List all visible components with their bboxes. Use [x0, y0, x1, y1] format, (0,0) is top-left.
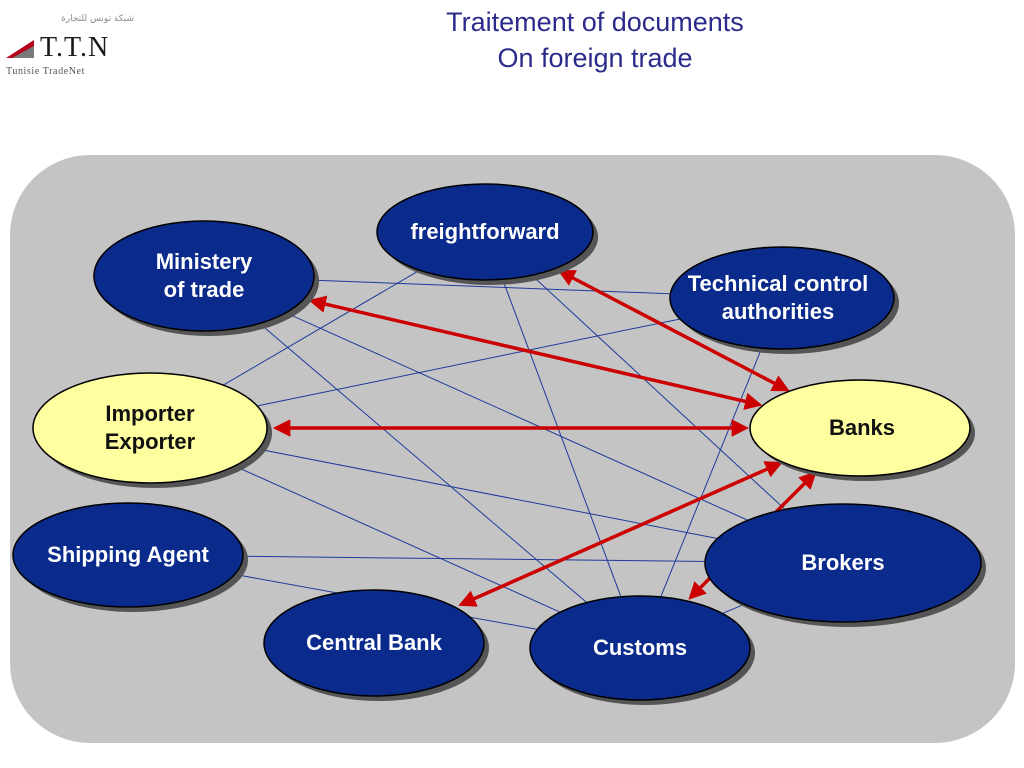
- node-shipping: [12, 502, 248, 612]
- logo-subtitle: Tunisie TradeNet: [6, 66, 85, 77]
- node-freightforward: [376, 183, 598, 285]
- node-shape: [93, 220, 315, 332]
- arrow-banks-ministry: [308, 295, 763, 410]
- node-shape: [529, 595, 751, 701]
- node-shape: [32, 372, 268, 484]
- node-ministry: [93, 220, 319, 336]
- node-shape: [749, 379, 971, 477]
- node-customs: [529, 595, 755, 705]
- page-title: Traitement of documents On foreign trade: [330, 4, 860, 76]
- logo-text: T.T.N: [40, 32, 110, 63]
- node-shape: [704, 503, 982, 623]
- node-banks: [749, 379, 975, 481]
- node-technical: [669, 246, 899, 354]
- node-shape: [376, 183, 594, 281]
- node-shape: [12, 502, 244, 608]
- node-central: [263, 589, 489, 701]
- ttn-logo: شبكة تونس للتجارة T.T.N Tunisie TradeNet: [4, 14, 134, 80]
- title-line-2: On foreign trade: [497, 43, 693, 73]
- node-shape: [263, 589, 485, 697]
- node-importer: [32, 372, 272, 488]
- logo-arabic-text: شبكة تونس للتجارة: [61, 14, 134, 24]
- node-brokers: [704, 503, 986, 627]
- title-line-1: Traitement of documents: [446, 7, 744, 37]
- node-shape: [669, 246, 895, 350]
- logo-mark-icon: [6, 40, 34, 58]
